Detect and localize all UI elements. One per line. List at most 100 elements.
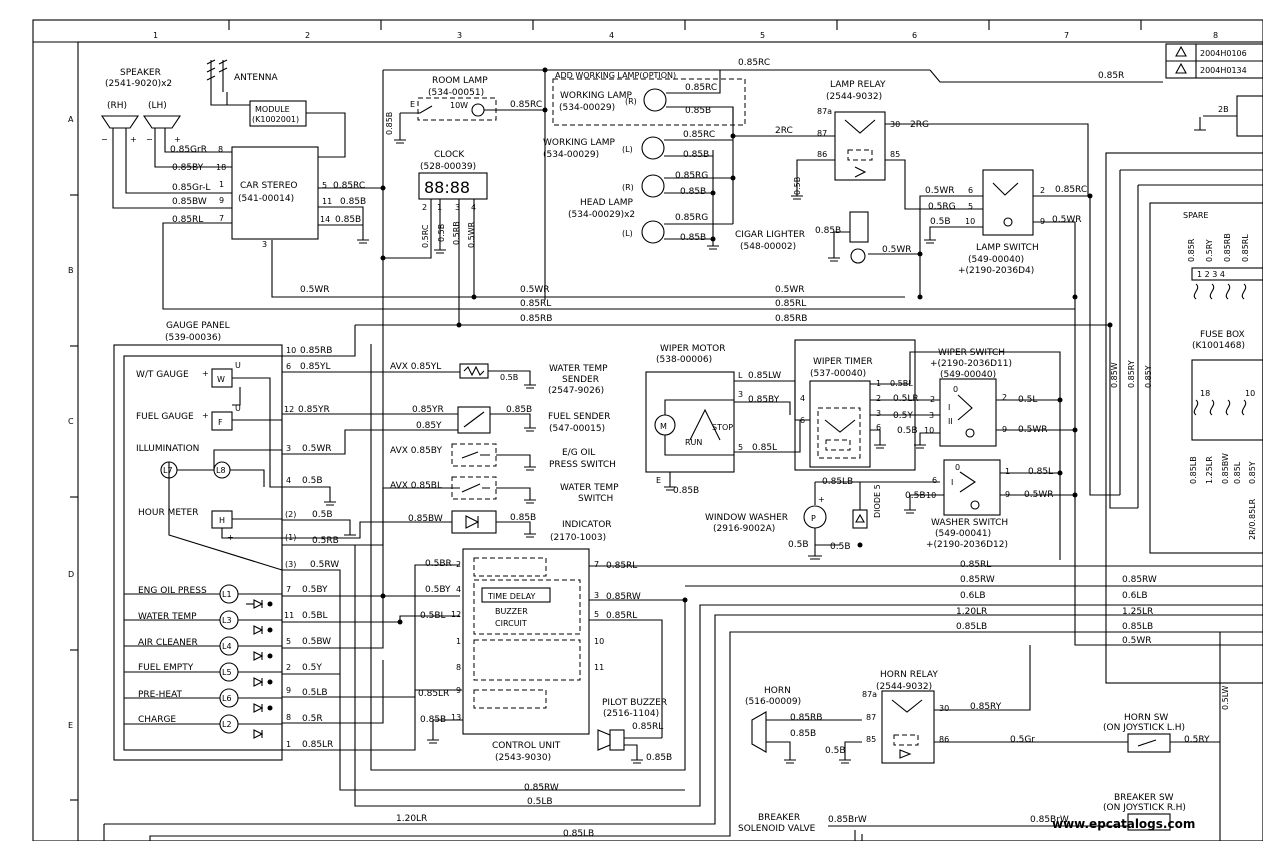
svg-text:2: 2 [1040, 186, 1045, 195]
speaker-lh-icon [142, 115, 182, 129]
svg-text:0.85RW: 0.85RW [960, 575, 995, 585]
svg-text:9: 9 [219, 196, 224, 205]
breaker: BREAKER SW (ON JOYSTICK R.H) BREAKER SOL… [738, 793, 1186, 841]
window-washer: 0.85LB + P 0.5B 0.5B WINDOW WASHER (2916… [705, 477, 940, 560]
svg-text:+: + [818, 495, 825, 504]
svg-text:0.5B: 0.5B [312, 510, 333, 520]
svg-text:0.5WR: 0.5WR [775, 285, 804, 295]
svg-text:0.5RC: 0.5RC [421, 224, 430, 248]
svg-text:WIPER TIMER: WIPER TIMER [813, 357, 873, 367]
svg-text:0.5B: 0.5B [788, 540, 809, 550]
svg-text:2: 2 [286, 663, 291, 672]
svg-text:+: + [174, 135, 181, 144]
row-letter-d: D [68, 570, 74, 579]
svg-text:(2): (2) [285, 510, 296, 519]
svg-text:7: 7 [286, 585, 291, 594]
svg-text:L7: L7 [163, 466, 173, 475]
svg-text:0.85L: 0.85L [1233, 461, 1242, 484]
svg-text:0.85RW: 0.85RW [524, 783, 559, 793]
svg-text:PRE-HEAT: PRE-HEAT [138, 690, 183, 700]
svg-text:0.85LB: 0.85LB [1189, 456, 1198, 484]
svg-text:0.85B: 0.85B [340, 197, 366, 207]
svg-text:+(2190-2036D11): +(2190-2036D11) [930, 359, 1012, 369]
svg-text:(534-00029): (534-00029) [543, 150, 599, 160]
clock-part: (528-00039) [420, 162, 476, 172]
svg-text:1: 1 [219, 180, 224, 189]
svg-text:0: 0 [953, 385, 958, 394]
svg-text:4: 4 [286, 476, 291, 485]
svg-text:7: 7 [219, 214, 224, 223]
svg-text:0.5WR: 0.5WR [1122, 636, 1151, 646]
svg-text:+(2190-2036D12): +(2190-2036D12) [926, 540, 1008, 550]
svg-text:L6: L6 [222, 694, 232, 703]
svg-text:L5: L5 [222, 668, 232, 677]
svg-text:0.85RB: 0.85RB [775, 314, 807, 324]
svg-text:RUN: RUN [685, 438, 702, 447]
svg-text:0.85RL: 0.85RL [960, 560, 991, 570]
horn-relay: HORN RELAY (2544-9032) 87a 87 85 30 86 0… [825, 645, 1128, 764]
svg-text:GAUGE PANEL: GAUGE PANEL [166, 321, 230, 331]
svg-text:0.5LW: 0.5LW [1221, 686, 1230, 710]
svg-text:0.85B: 0.85B [815, 226, 841, 236]
svg-text:0.85RY: 0.85RY [970, 702, 1002, 712]
svg-text:0.85RC: 0.85RC [333, 181, 365, 191]
svg-text:11: 11 [284, 611, 294, 620]
col-number-3: 3 [457, 31, 462, 40]
svg-text:0.5B: 0.5B [437, 224, 446, 242]
svg-text:0.85RL: 0.85RL [520, 299, 551, 309]
svg-text:PRESS SWITCH: PRESS SWITCH [549, 460, 616, 470]
svg-text:0.5BY: 0.5BY [425, 585, 451, 595]
svg-text:0.85RB: 0.85RB [1223, 233, 1232, 262]
room-lamp: ROOM LAMP (534-00051) E 10W 0.85RC 0.85B [385, 76, 545, 144]
svg-text:(2544-9032): (2544-9032) [826, 92, 882, 102]
svg-text:FUEL EMPTY: FUEL EMPTY [138, 663, 194, 673]
pilot-buzzer-icon [609, 729, 625, 751]
svg-text:L4: L4 [222, 642, 232, 651]
svg-text:(L): (L) [622, 229, 633, 238]
svg-text:0.85BW: 0.85BW [172, 197, 207, 207]
working-lamp-icon [641, 136, 665, 160]
svg-text:(L): (L) [622, 145, 633, 154]
working-lamp-option-icon [643, 88, 667, 112]
svg-text:0.85RL: 0.85RL [606, 611, 637, 621]
cigar-lighter-icon [850, 248, 866, 264]
svg-text:CONTROL UNIT: CONTROL UNIT [492, 741, 561, 751]
svg-text:E: E [656, 476, 661, 485]
svg-text:U: U [235, 361, 241, 370]
svg-text:12: 12 [284, 405, 294, 414]
svg-text:TIME DELAY: TIME DELAY [487, 592, 535, 601]
indicator-lamps: ENG OIL PRESS WATER TEMP AIR CLEANER FUE… [124, 487, 462, 751]
svg-text:0.85GrR: 0.85GrR [170, 145, 207, 155]
svg-text:0.85RL: 0.85RL [632, 722, 663, 732]
svg-text:0.6LB: 0.6LB [1122, 591, 1148, 601]
svg-text:0.85LB: 0.85LB [1122, 622, 1153, 632]
svg-text:WORKING LAMP: WORKING LAMP [560, 91, 633, 101]
svg-text:30: 30 [939, 704, 949, 713]
car-stereo-part: (541-00014) [238, 194, 294, 204]
svg-text:HEAD LAMP: HEAD LAMP [580, 198, 634, 208]
svg-text:86: 86 [817, 150, 827, 159]
svg-text:0.5Y: 0.5Y [893, 411, 913, 421]
horn-icon [751, 711, 767, 753]
long-wire-runs: 0.85RL 0.85RW 0.85RW 0.6LB 0.6LB 1.20LR … [685, 495, 1263, 841]
svg-text:0.5B: 0.5B [930, 217, 951, 227]
svg-text:WATER TEMP: WATER TEMP [560, 483, 619, 493]
svg-text:2B: 2B [1218, 105, 1229, 114]
svg-text:5: 5 [322, 181, 327, 190]
svg-text:(2516-1104): (2516-1104) [603, 709, 659, 719]
svg-text:10: 10 [965, 217, 975, 226]
svg-text:4: 4 [800, 394, 805, 403]
svg-text:SWITCH: SWITCH [578, 494, 613, 504]
svg-text:HORN SW: HORN SW [1124, 713, 1168, 723]
svg-text:FUEL SENDER: FUEL SENDER [548, 412, 610, 422]
top-power-rail: 0.85RC 0.85R 2B [382, 58, 1263, 300]
svg-text:(549-00040): (549-00040) [940, 370, 996, 380]
svg-text:CIGAR LIGHTER: CIGAR LIGHTER [735, 230, 805, 240]
col-number-4: 4 [609, 31, 614, 40]
col-number-5: 5 [760, 31, 765, 40]
svg-text:0.5RW: 0.5RW [310, 560, 339, 570]
svg-text:0.85W: 0.85W [1110, 362, 1119, 388]
svg-text:(516-00009): (516-00009) [745, 697, 801, 707]
svg-text:(534-00029): (534-00029) [559, 103, 615, 113]
svg-text:0.85BrW: 0.85BrW [1030, 815, 1069, 825]
